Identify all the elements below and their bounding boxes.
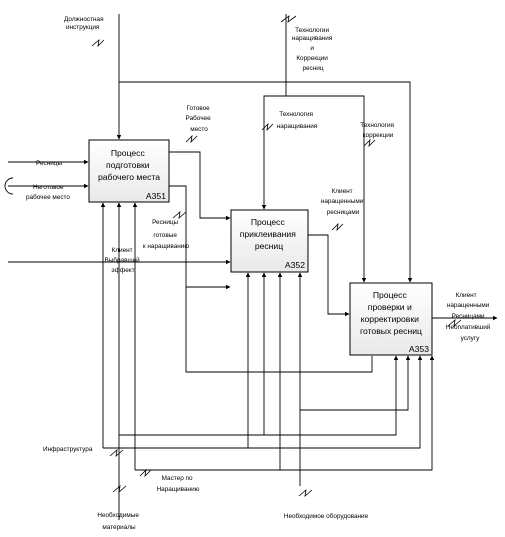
arrow-instruction xyxy=(116,14,413,283)
label-output: Клиент наращенными Ресницами Неоплативши… xyxy=(446,292,492,342)
arrow-negotovoe-input xyxy=(4,177,89,195)
arrow-materials xyxy=(116,202,399,520)
box-a351-title: Процесс подготовки рабочего места xyxy=(98,148,160,182)
label-squiggles xyxy=(91,15,462,498)
box-a352-title: Процесс приклеивания ресниц xyxy=(240,217,299,251)
label-master: Мастер по Наращиванию xyxy=(157,475,200,493)
label-infrastructure: Инфраструктура xyxy=(43,446,93,453)
label-instruction: Должностная инструкция xyxy=(64,16,105,31)
process-box-a351[interactable]: Процесс подготовки рабочего места A351 xyxy=(88,139,170,203)
label-gotovoe-mesto: Готовое Рабочее место xyxy=(186,105,213,133)
arrow-equipment xyxy=(297,272,411,486)
label-tech-korrekcii: Технология коррекции xyxy=(360,122,396,139)
arrow-infrastructure xyxy=(100,202,423,449)
box-a353-id: A353 xyxy=(409,344,429,354)
label-klient-naraschennye: Клиент наращенными ресницами xyxy=(321,188,365,216)
box-a352-id: A352 xyxy=(285,260,305,270)
label-negotovoe: Неготовое рабочее место xyxy=(26,184,70,201)
label-resnicy-gotovye: Ресницы готовые к наращиванию xyxy=(143,219,190,250)
label-tech-naraschivaniya: Технология наращивания xyxy=(277,111,318,130)
label-klient-effect: Клиент Выбравший эффект xyxy=(104,247,141,274)
process-box-a352[interactable]: Процесс приклеивания ресниц A352 xyxy=(230,209,309,273)
arrow-master xyxy=(132,202,435,471)
process-box-a353[interactable]: Процесс проверки и корректировки готовых… xyxy=(349,282,433,356)
arrow-gotovoe-mesto xyxy=(169,151,231,221)
label-tech-all: Технологии наращивания и Коррекции ресни… xyxy=(292,27,334,72)
label-equipment: Необходимое оборудование xyxy=(284,512,369,520)
arrow-resnicy-gotovye xyxy=(169,185,231,290)
label-resnicy-input: Ресницы xyxy=(36,160,62,167)
arrow-feedback xyxy=(185,287,373,373)
box-a351-id: A351 xyxy=(146,191,166,201)
box-a353-title: Процесс проверки и корректировки готовых… xyxy=(360,290,422,336)
label-materials: Необходимые материалы xyxy=(97,511,140,531)
arrow-tech-all xyxy=(261,14,367,283)
arrow-klient-naraschennye xyxy=(308,234,350,317)
